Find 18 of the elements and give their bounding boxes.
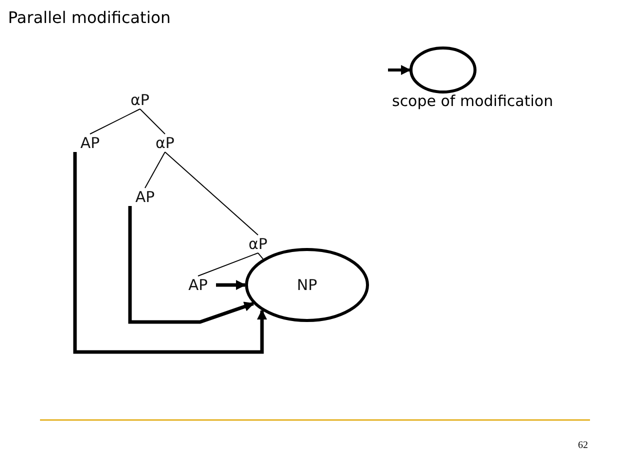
tree-branch <box>258 252 264 260</box>
tree-branch <box>90 108 140 134</box>
tree-branch <box>140 108 166 134</box>
legend-label: scope of modification <box>392 92 554 110</box>
tree-node-label: AP <box>127 188 163 206</box>
page-number: 62 <box>578 440 588 451</box>
tree-branch <box>198 252 258 276</box>
arrow <box>128 206 254 324</box>
tree-node-label: AP <box>72 134 108 152</box>
arrow <box>73 152 267 354</box>
ellipse-node: NP <box>245 248 369 322</box>
tree-branch <box>144 152 166 188</box>
tree-branch <box>164 152 258 236</box>
tree-node-label: αP <box>125 91 155 109</box>
tree-node-label: AP <box>180 276 216 294</box>
slide-title: Parallel modification <box>8 8 171 27</box>
arrow <box>216 280 246 290</box>
tree-node-label: αP <box>150 134 180 152</box>
